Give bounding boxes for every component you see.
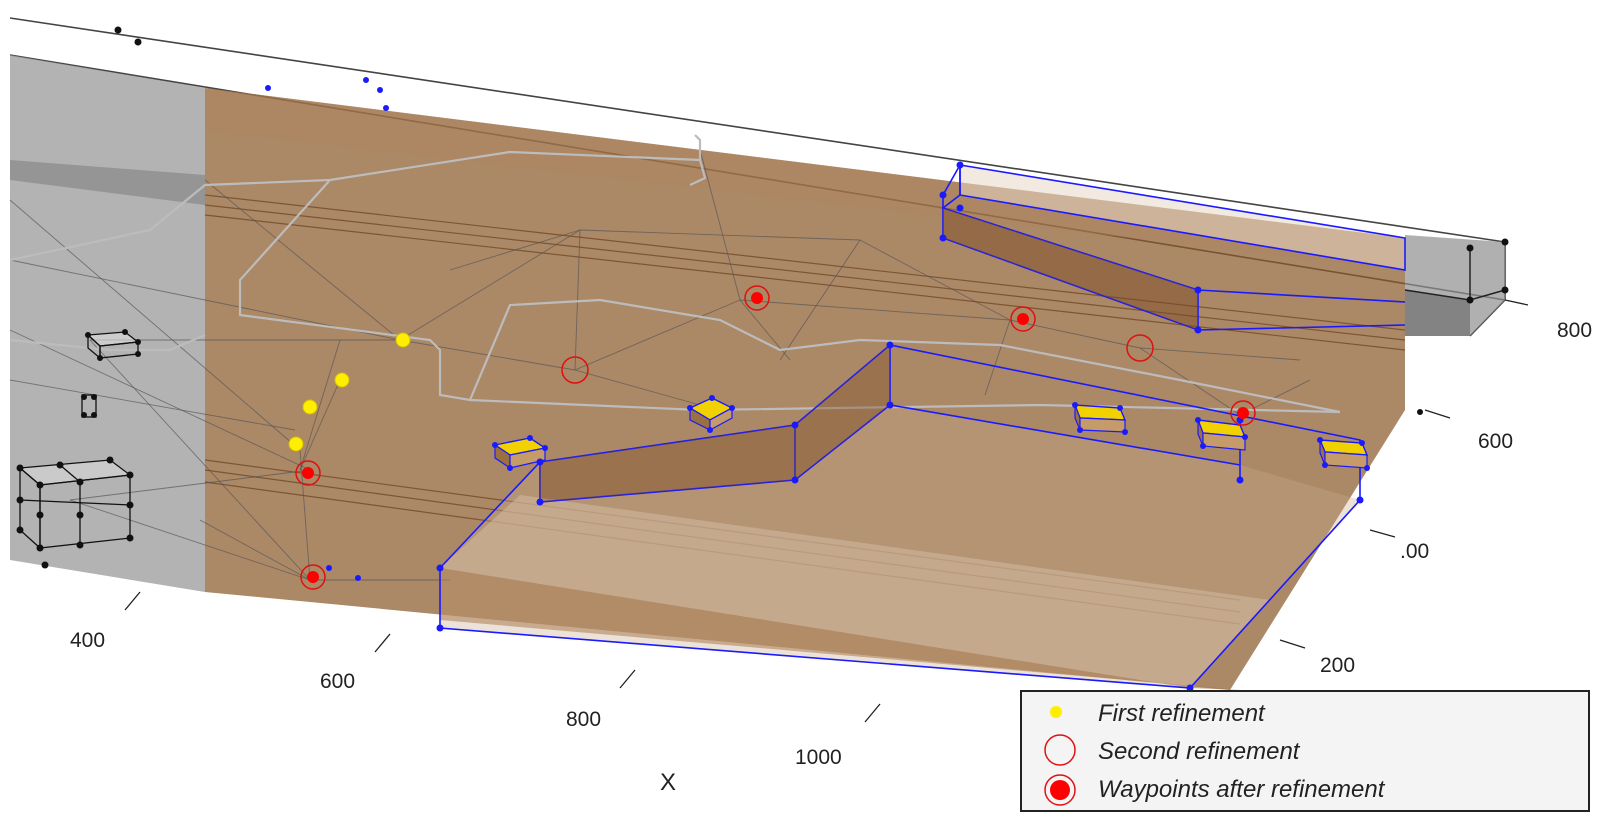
- x-tick-1000: 1000: [795, 746, 842, 769]
- path-lines: [9, 134, 1341, 414]
- small-obstacle-2: [688, 397, 734, 432]
- x-tick-800: 800: [566, 708, 601, 731]
- waypoints-after-refinement: [295, 285, 1256, 590]
- roadmap-mesh: [9, 149, 1311, 581]
- y-tick-400-partial: .00: [1400, 540, 1429, 563]
- red-open-circle-icon: [1044, 734, 1076, 766]
- right-gray-block: [1404, 235, 1506, 336]
- second-refinement-points: [561, 334, 1154, 384]
- black-vertices: [16, 26, 1509, 569]
- legend-label-waypoints: Waypoints after refinement: [1098, 776, 1385, 803]
- first-refinement-points: [288, 332, 411, 452]
- small-obstacle-3: [1073, 404, 1127, 433]
- legend-item-first-refinement: First refinement: [1022, 696, 1588, 732]
- y-tick-800: 800: [1557, 319, 1592, 342]
- obstacle-vertices: [265, 77, 1370, 692]
- legend-label-second-refinement: Second refinement: [1098, 738, 1300, 765]
- obstacle-back-right: [941, 164, 1406, 331]
- y-tick-600: 600: [1478, 430, 1513, 453]
- left-gray-region: [10, 55, 205, 592]
- x-axis-ticks: [124, 591, 881, 723]
- legend-label-first-refinement: First refinement: [1098, 700, 1265, 727]
- terrain-surface: [204, 88, 1406, 690]
- x-tick-600: 600: [320, 670, 355, 693]
- red-filled-circle-icon: [1044, 774, 1076, 806]
- x-tick-400: 400: [70, 629, 105, 652]
- yellow-dot-icon: [1050, 706, 1062, 718]
- legend: First refinement Second refinement Waypo…: [1020, 690, 1590, 812]
- small-obstacle-5: [1318, 439, 1369, 469]
- legend-item-second-refinement: Second refinement: [1022, 734, 1588, 770]
- y-axis-ticks: [1279, 299, 1529, 649]
- left-wireframe-boxes: [18, 331, 140, 550]
- x-axis-title: X: [660, 769, 676, 796]
- y-tick-200: 200: [1320, 654, 1355, 677]
- legend-item-waypoints: Waypoints after refinement: [1022, 772, 1588, 808]
